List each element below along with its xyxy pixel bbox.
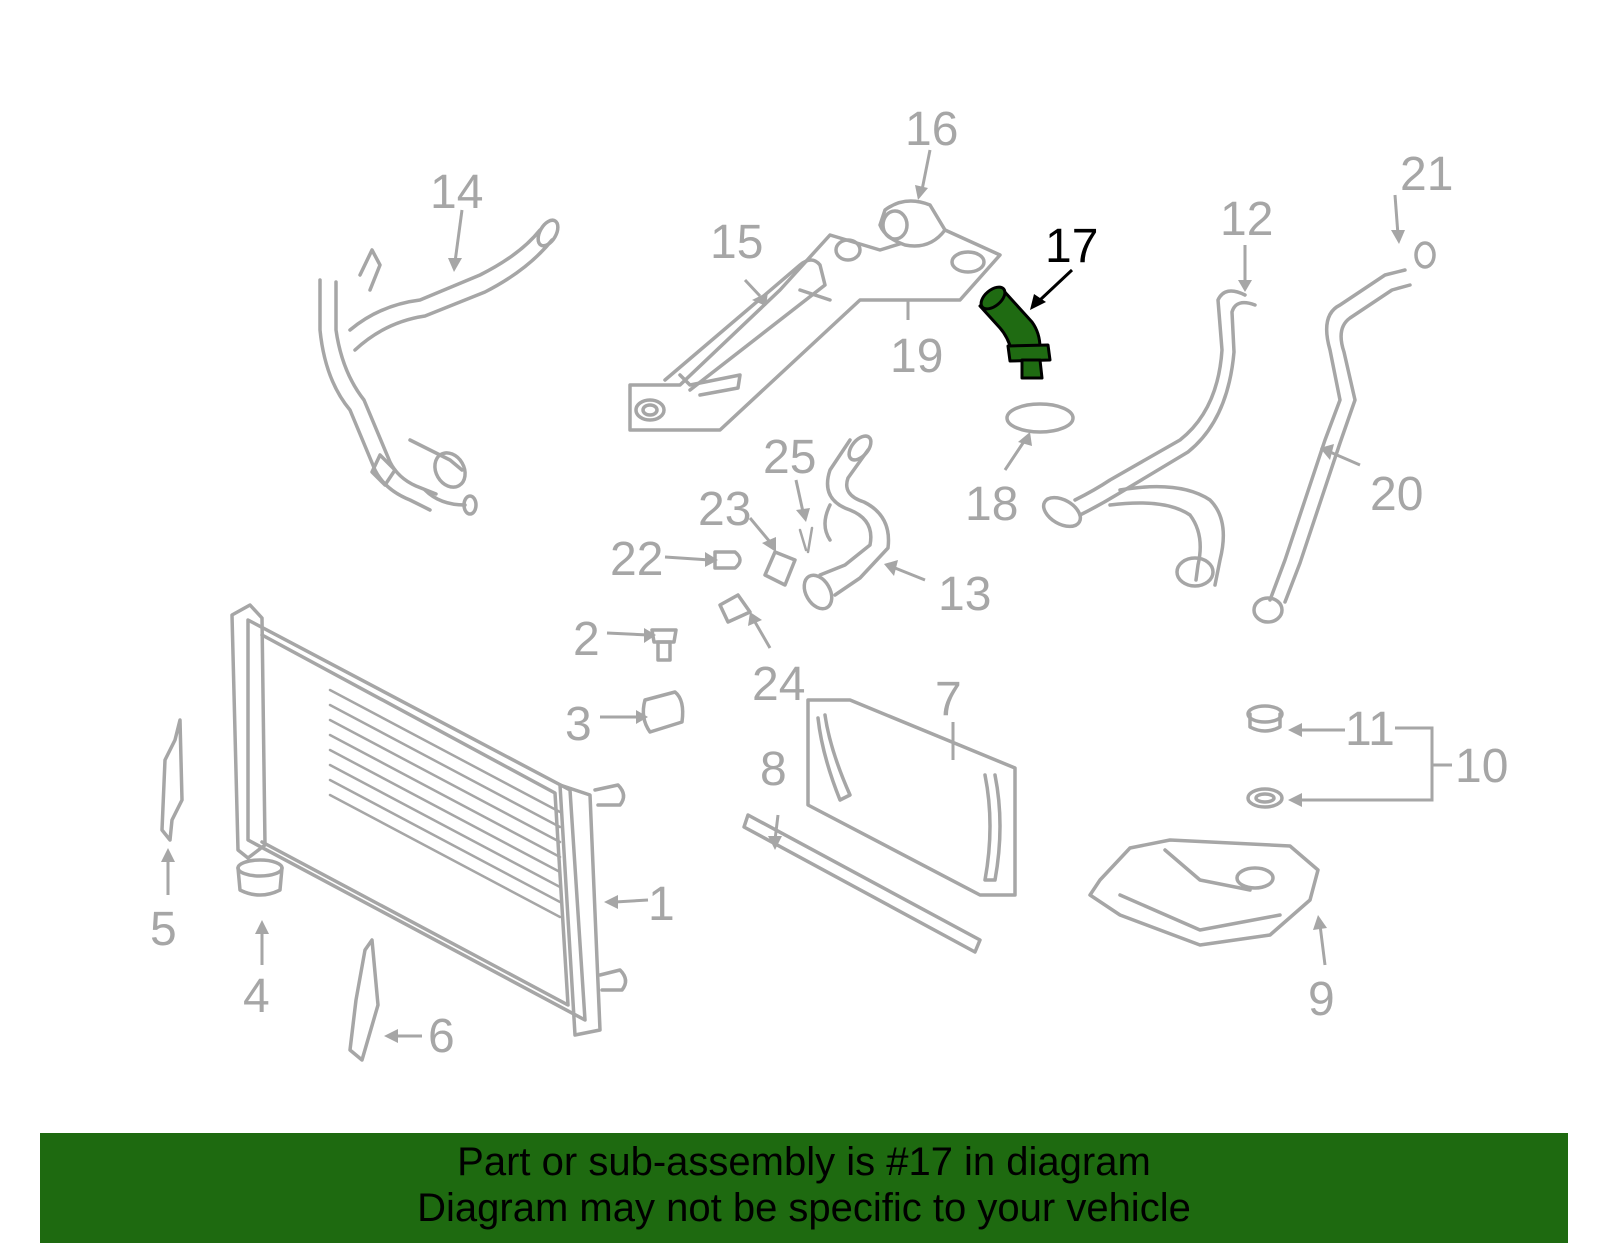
part-21-clamp — [1414, 241, 1436, 269]
part-8-strip — [742, 813, 982, 954]
part-22-cap — [713, 550, 742, 570]
callout-24: 24 — [752, 658, 805, 711]
part-14-coolant-pipe — [318, 218, 560, 516]
part-18-o-ring — [1005, 402, 1075, 434]
part-2-bolt — [650, 628, 678, 662]
part-6-bracket — [348, 938, 380, 1062]
callout-7: 7 — [935, 673, 962, 726]
part-25-clip — [798, 526, 814, 554]
part-11-cap — [1246, 704, 1284, 733]
callout-2: 2 — [573, 613, 600, 666]
callout-9: 9 — [1308, 973, 1335, 1026]
callout-21: 21 — [1400, 148, 1453, 201]
callout-5: 5 — [150, 903, 177, 956]
part-15-16-19-pipe-bracket — [628, 199, 1002, 432]
callout-numbers: 14 16 15 19 21 12 20 18 25 23 22 13 24 2… — [150, 103, 1508, 1063]
callout-20: 20 — [1370, 468, 1423, 521]
part-13-hose — [802, 434, 891, 611]
part-5-bracket — [160, 718, 184, 842]
callout-3: 3 — [565, 698, 592, 751]
part-20-hose — [1252, 268, 1412, 624]
callout-10: 10 — [1455, 740, 1508, 793]
callout-16: 16 — [905, 103, 958, 156]
callout-13: 13 — [938, 568, 991, 621]
callout-1: 1 — [648, 878, 675, 931]
part-23-clip — [763, 550, 797, 587]
callout-6: 6 — [428, 1010, 455, 1063]
callout-19: 19 — [890, 330, 943, 383]
part-3-bracket — [641, 690, 685, 734]
part-4-bushing — [236, 858, 284, 897]
callout-11: 11 — [1345, 703, 1395, 756]
callout-8: 8 — [760, 743, 787, 796]
banner-line-2: Diagram may not be specific to your vehi… — [417, 1186, 1191, 1230]
part-24-clip — [718, 593, 752, 624]
part-9-expansion-tank — [1088, 838, 1320, 947]
callout-23: 23 — [698, 483, 751, 536]
part-17-coolant-fitting[interactable] — [977, 283, 1052, 380]
callout-18: 18 — [965, 478, 1018, 531]
callout-22: 22 — [610, 533, 663, 586]
callout-25: 25 — [763, 431, 816, 484]
info-banner: Part or sub-assembly is #17 in diagram D… — [40, 1133, 1568, 1243]
leader-lines — [161, 149, 1452, 1043]
callout-15: 15 — [710, 216, 763, 269]
part-7-panel — [806, 698, 1017, 897]
leader-line-17 — [1030, 268, 1074, 310]
part-10-seal — [1246, 787, 1284, 809]
callout-14: 14 — [430, 166, 483, 219]
part-1-radiator — [230, 603, 628, 1037]
part-12-hose — [1041, 289, 1257, 588]
banner-line-1: Part or sub-assembly is #17 in diagram — [457, 1140, 1151, 1184]
callout-4: 4 — [243, 970, 270, 1023]
callout-17: 17 — [1045, 220, 1098, 273]
callout-12: 12 — [1220, 193, 1273, 246]
